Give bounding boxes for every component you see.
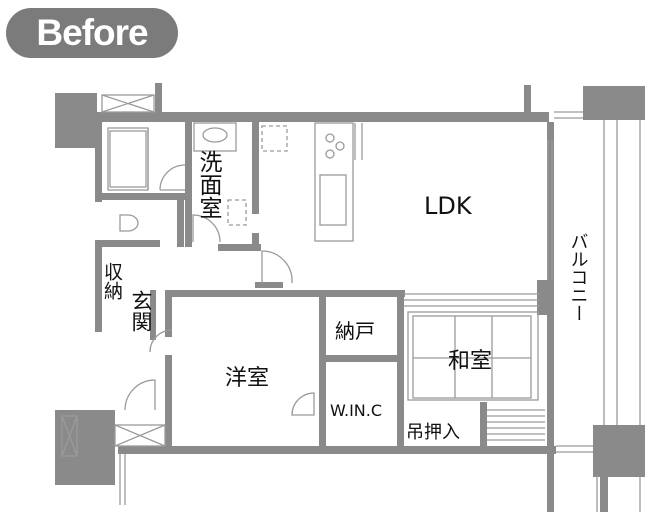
label-ldk: LDK (424, 192, 473, 220)
room-labels: LDK 洗面室 バルコニー 収納 玄関 洋室 納戸 和室 W.IN.C 吊押入 (101, 150, 589, 443)
label-japanese-room: 和室 (448, 349, 492, 374)
label-storage: 収納 (101, 262, 123, 300)
label-washroom: 洗面室 (195, 150, 223, 219)
label-entrance: 玄関 (129, 290, 153, 332)
label-hanging-closet: 吊押入 (406, 422, 460, 443)
before-badge: Before (6, 8, 178, 58)
label-balcony: バルコニー (568, 232, 589, 322)
label-walk-in-closet: W.IN.C (330, 401, 382, 420)
walls (55, 83, 645, 512)
fixtures (61, 94, 641, 512)
label-western-room: 洋室 (225, 366, 269, 391)
label-closet: 納戸 (335, 319, 375, 343)
